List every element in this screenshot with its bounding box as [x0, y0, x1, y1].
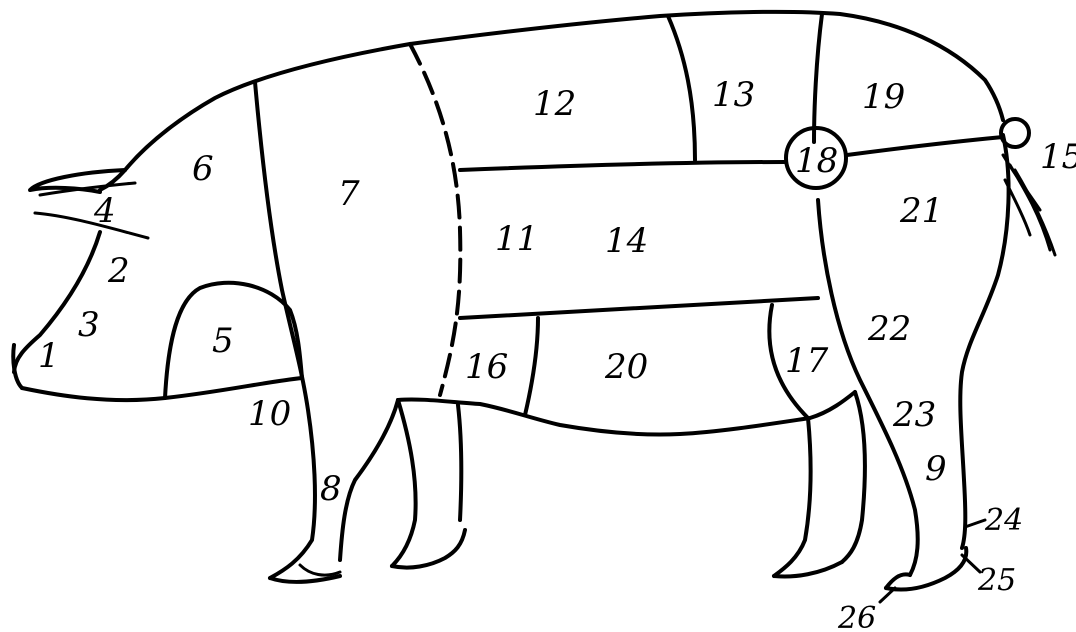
label-9: 9: [925, 449, 947, 489]
label-5: 5: [212, 321, 234, 361]
label-23: 23: [892, 395, 936, 435]
label-17: 17: [785, 341, 829, 381]
label-10: 10: [248, 394, 291, 434]
label-11: 11: [495, 219, 538, 259]
label-7: 7: [338, 174, 360, 214]
front-leg: [255, 82, 465, 582]
label-6: 6: [192, 149, 214, 189]
label-3: 3: [78, 305, 100, 345]
label-26: 26: [837, 601, 876, 632]
cut-lines: [165, 14, 1003, 418]
label-8: 8: [320, 469, 342, 509]
hind-legs: [774, 200, 966, 590]
label-22: 22: [867, 309, 911, 349]
cut-13-left: [668, 16, 695, 160]
label-15: 15: [1040, 137, 1076, 177]
label-20: 20: [604, 347, 648, 387]
rump-line: [960, 135, 1008, 548]
label-1: 1: [38, 336, 60, 376]
cut-loin-top: [460, 162, 785, 170]
cut-labels: 1 2 3 4 5 6 7 8 9 10 11 12 13 14 15 16 1…: [38, 75, 1076, 632]
label-14: 14: [605, 221, 648, 261]
label-2: 2: [107, 251, 130, 291]
label-4: 4: [93, 191, 116, 231]
label-12: 12: [533, 84, 576, 124]
ear-under: [35, 213, 148, 238]
pig-outline: [13, 12, 1008, 548]
label-16: 16: [465, 347, 508, 387]
cut-ham-top: [847, 137, 1003, 155]
belly: [398, 392, 855, 435]
label-24: 24: [984, 503, 1023, 538]
cut-16: [525, 318, 538, 415]
label-19: 19: [862, 77, 905, 117]
label-13: 13: [712, 75, 755, 115]
cut-19-left: [814, 14, 822, 142]
label-18: 18: [795, 141, 838, 181]
leader-24: [965, 520, 985, 527]
label-21: 21: [899, 191, 943, 231]
tail-curl: [1001, 119, 1029, 147]
dashed-division: [410, 44, 460, 395]
label-25: 25: [977, 563, 1016, 598]
cut-belly-top: [460, 298, 818, 318]
